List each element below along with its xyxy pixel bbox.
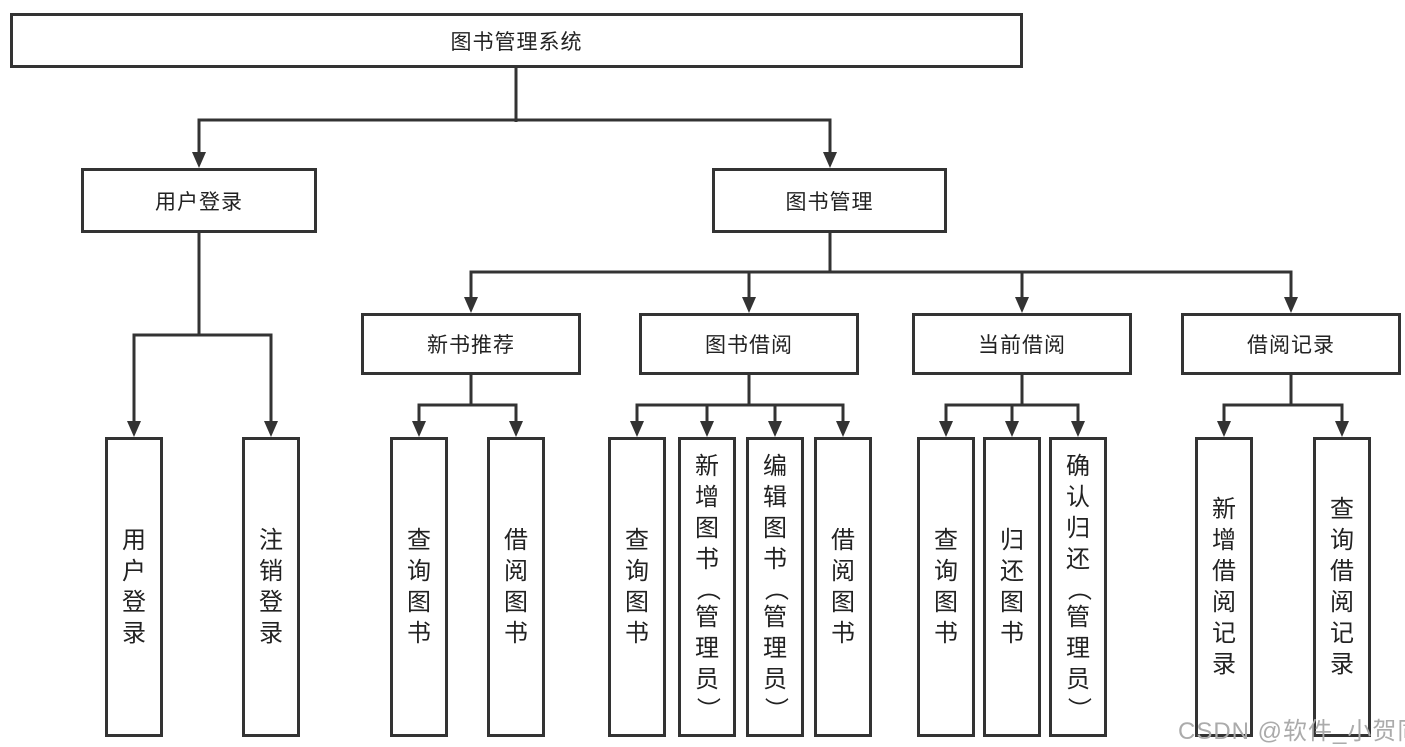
leaf-return-books: 归还图书	[983, 437, 1041, 737]
node-library-management-system: 图书管理系统	[10, 13, 1023, 68]
leaf-confirm-return-admin: 确认归还（管理员）	[1049, 437, 1107, 737]
leaf-edit-book-admin: 编辑图书（管理员）	[746, 437, 804, 737]
node-book-management: 图书管理	[712, 168, 947, 233]
connector-borrowing-records-group	[1222, 375, 1344, 423]
node-book-borrowing: 图书借阅	[639, 313, 859, 375]
leaf-query-borrow-record: 查询借阅记录	[1313, 437, 1371, 737]
connector-new-book-group	[417, 375, 518, 423]
leaf-query-books-1: 查询图书	[390, 437, 448, 737]
leaf-user-login: 用户登录	[105, 437, 163, 737]
leaf-logout: 注销登录	[242, 437, 300, 737]
leaf-borrow-books-2: 借阅图书	[814, 437, 872, 737]
connector-book-management-to-level3	[469, 233, 1293, 299]
leaf-borrow-books-1: 借阅图书	[487, 437, 545, 737]
node-user-login: 用户登录	[81, 168, 317, 233]
connector-book-borrowing-group	[635, 375, 845, 423]
leaf-add-borrow-record: 新增借阅记录	[1195, 437, 1253, 737]
node-borrowing-records: 借阅记录	[1181, 313, 1401, 375]
node-new-book-recommendation: 新书推荐	[361, 313, 581, 375]
node-current-borrowing: 当前借阅	[912, 313, 1132, 375]
leaf-query-books-3: 查询图书	[917, 437, 975, 737]
connector-root-to-level2	[197, 68, 832, 154]
connector-user-login-group	[132, 233, 273, 423]
connector-current-borrowing-group	[944, 375, 1080, 423]
leaf-add-book-admin: 新增图书（管理员）	[678, 437, 736, 737]
watermark-text: CSDN @软件_小贺同学	[1178, 718, 1405, 745]
leaf-query-books-2: 查询图书	[608, 437, 666, 737]
